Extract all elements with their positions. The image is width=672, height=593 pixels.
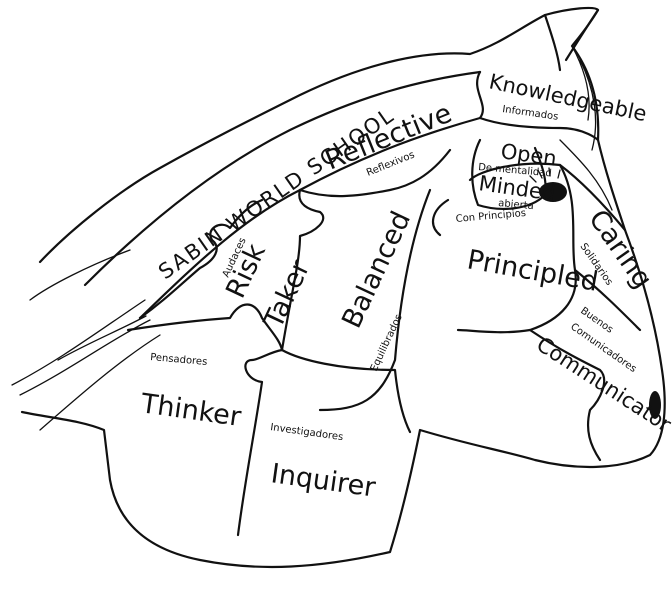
- divider-inquirer-top: [282, 350, 410, 432]
- divider-thinker-top: [128, 305, 282, 351]
- taker-label: Taker: [258, 255, 317, 334]
- divider-thinker-inquirer: [238, 350, 282, 535]
- thinker-label: Thinker: [138, 388, 244, 433]
- inquirer-spanish: Investigadores: [270, 422, 344, 443]
- mane-line-1: [20, 320, 150, 395]
- banner-band-bottom: [140, 118, 480, 318]
- mane-line-2: [12, 300, 145, 385]
- principled-label: Principled: [465, 244, 601, 297]
- principled-spanish: Con Principios: [455, 208, 526, 225]
- inquirer-label: Inquirer: [269, 458, 378, 503]
- risk-label: Risk: [220, 239, 272, 303]
- knowledgeable-label: Knowledgeable: [487, 69, 649, 126]
- ear-right: [566, 10, 598, 60]
- ear-left: [545, 15, 560, 70]
- knowledgeable-spanish: Informados: [502, 104, 559, 123]
- thinker-spanish: Pensadores: [150, 352, 208, 368]
- balanced-label: Balanced: [336, 207, 417, 333]
- balanced-spanish: Equilibrados: [369, 313, 405, 373]
